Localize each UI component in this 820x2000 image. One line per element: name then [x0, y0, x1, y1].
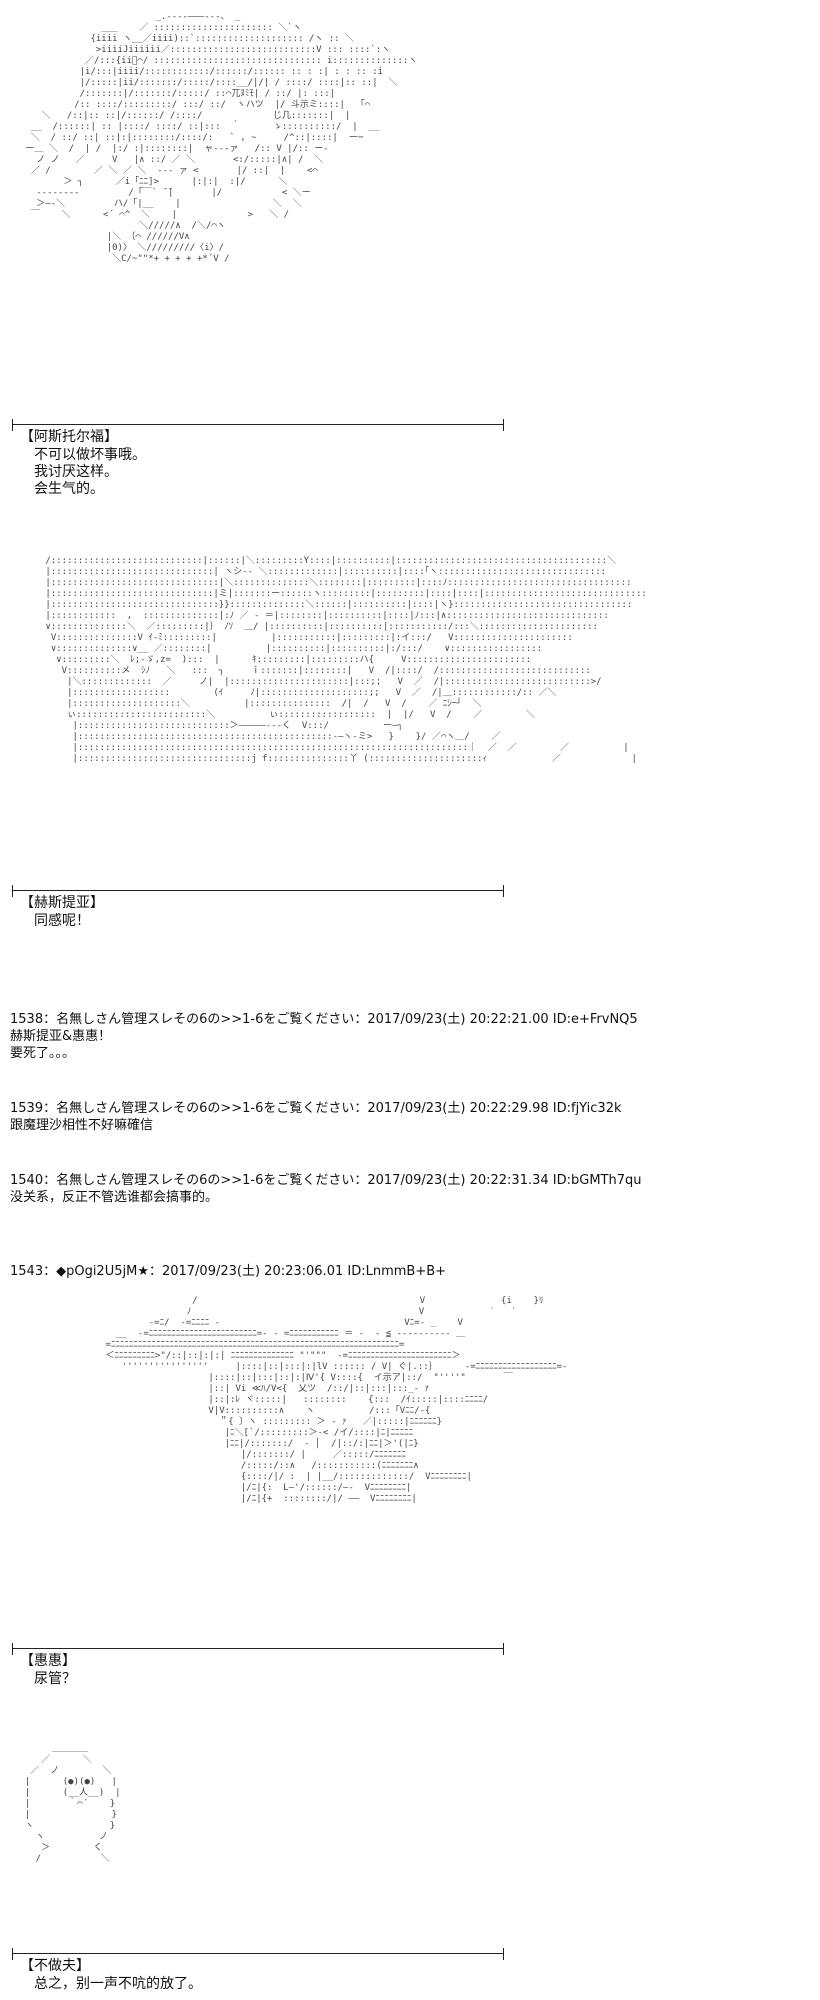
forum-post: 1539：名無しさん管理スレその6の>>1-6をご覧ください：2017/09/2… [10, 1100, 622, 1134]
forum-post: 1538：名無しさん管理スレその6の>>1-6をご覧ください：2017/09/2… [10, 1011, 638, 1062]
ascii-art-hestia: /::::::::::::::::::::::::::::|::::::|＼::… [45, 556, 647, 764]
divider [12, 1948, 504, 1960]
dialogue-line: 尿管？ [34, 1671, 76, 1687]
dialogue-line: 不可以做坏事哦。 [34, 447, 146, 463]
dialogue-block: 【赫斯提亚】 同感呢！ [20, 895, 104, 930]
forum-post: 1540：名無しさん管理スレその6の>>1-6をご覧ください：2017/09/2… [10, 1172, 641, 1206]
dialogue-line: 会生气的。 [34, 481, 104, 497]
post-body-line: 赫斯提亚&惠惠！ [10, 1029, 112, 1044]
forum-post: 1543：◆pOgi2U5jM★：2017/09/23(土) 20:23:06.… [10, 1263, 446, 1280]
post-body-line: 要死了。。。 [10, 1046, 76, 1061]
speaker-name: 【惠惠】 [20, 1653, 76, 1669]
speaker-name: 【赫斯提亚】 [20, 895, 104, 911]
divider [12, 1643, 504, 1655]
divider [12, 419, 504, 431]
dialogue-block: 【不做夫】 总之，别一声不吭的放了。 [20, 1958, 202, 1993]
ascii-art-astolfo: _.-‐‐‐―――‐‐-、 _ ___ ／ ::::::::::::::::::… [25, 12, 418, 264]
post-header: 1543：◆pOgi2U5jM★：2017/09/23(土) 20:23:06.… [10, 1264, 447, 1279]
dialogue-block: 【惠惠】 尿管？ [20, 1653, 76, 1688]
post-body-line: 跟魔理沙相性不好嘛確信 [10, 1118, 154, 1133]
post-header: 1538：名無しさん管理スレその6の>>1-6をご覧ください：2017/09/2… [10, 1012, 638, 1027]
post-header: 1539：名無しさん管理スレその6の>>1-6をご覧ください：2017/09/2… [10, 1101, 622, 1116]
dialogue-line: 同感呢！ [34, 913, 90, 929]
speaker-name: 【阿斯托尔福】 [20, 429, 118, 445]
post-header: 1540：名無しさん管理スレその6の>>1-6をご覧ください：2017/09/2… [10, 1173, 642, 1188]
ascii-art-yaruo: ＿＿＿＿ ／ ＼ ／ ノ ＼ | (●)(●) | | (__人__) | | … [24, 1744, 121, 1864]
divider [12, 885, 504, 897]
dialogue-line: 总之，别一声不吭的放了。 [34, 1976, 202, 1992]
ascii-art-megumin: / V {i }ﾘ ﾉ V ′ ′ ‐=ﾆ/ ‐=ﾆﾆﾆﾆ ‐ [105, 1296, 568, 1504]
speaker-name: 【不做夫】 [20, 1958, 90, 1974]
dialogue-line: 我讨厌这样。 [34, 464, 118, 480]
post-body-line: 没关系，反正不管选谁都会搞事的。 [10, 1190, 219, 1205]
dialogue-block: 【阿斯托尔福】 不可以做坏事哦。 我讨厌这样。 会生气的。 [20, 429, 146, 498]
